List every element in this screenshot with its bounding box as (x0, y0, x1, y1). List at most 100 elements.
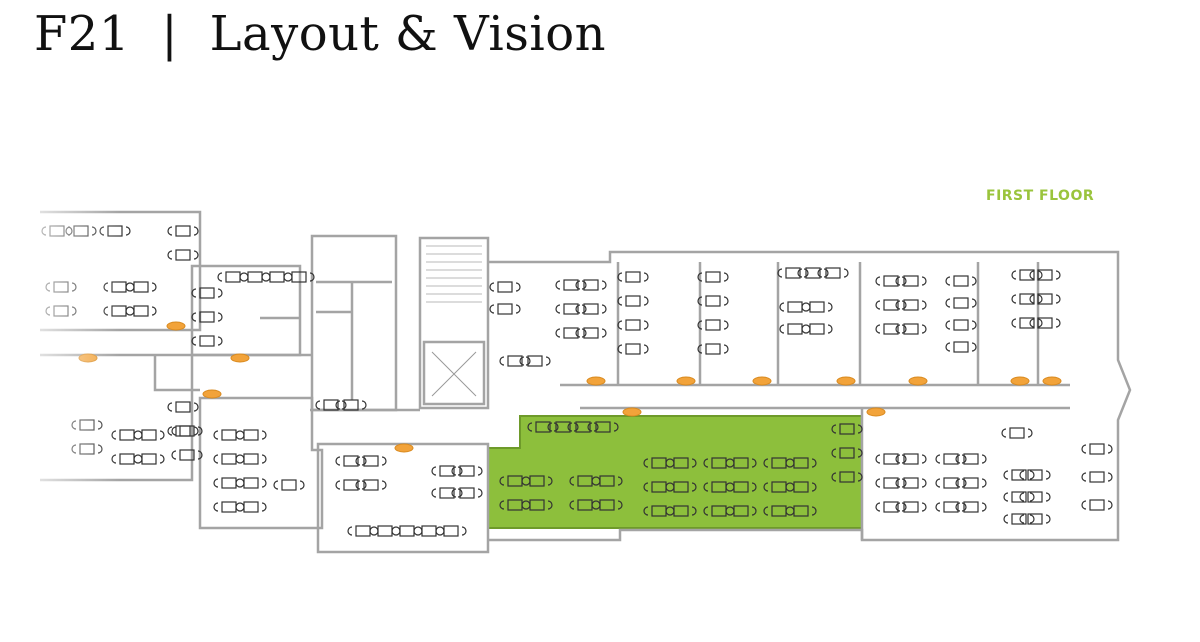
desk-cluster (955, 501, 987, 513)
desk-cluster (945, 341, 977, 353)
desk-cluster (431, 487, 463, 499)
desk-cluster (665, 505, 697, 517)
desk-cluster (451, 487, 483, 499)
desk-cluster (527, 421, 559, 433)
desk-cluster (785, 457, 817, 469)
desk-cluster (875, 299, 907, 311)
desk-cluster (171, 425, 203, 437)
desk-cluster (1029, 269, 1061, 281)
desk-cluster (1081, 499, 1113, 511)
desk-cluster (315, 399, 347, 411)
desk-cluster (617, 271, 649, 283)
desk-cluster (1011, 269, 1043, 281)
desk-cluster (575, 279, 607, 291)
desk-cluster (167, 249, 199, 261)
desk-cluster (555, 279, 587, 291)
desk-cluster (521, 475, 553, 487)
desk-cluster (335, 399, 367, 411)
desk-cluster (817, 267, 849, 279)
desk-cluster (355, 479, 387, 491)
desk-cluster (191, 335, 223, 347)
desk-cluster (935, 501, 967, 513)
desk-cluster (125, 281, 157, 293)
desk-cluster (167, 225, 199, 237)
desk-cluster (133, 429, 165, 441)
desk-cluster (171, 449, 203, 461)
desk-cluster (831, 447, 863, 459)
desk-cluster (431, 465, 463, 477)
desk-cluster (875, 323, 907, 335)
desk-cluster (435, 525, 467, 537)
desk-cluster (895, 453, 927, 465)
desk-cluster (235, 501, 267, 513)
desk-cluster (283, 271, 315, 283)
desk-cluster (587, 421, 619, 433)
desk-cluster (1019, 513, 1051, 525)
desk-cluster (697, 319, 729, 331)
page-title: F21 | Layout & Vision (34, 6, 607, 62)
desk-cluster (235, 429, 267, 441)
desk-cluster (697, 295, 729, 307)
desk-cluster (235, 477, 267, 489)
desk-cluster (1029, 293, 1061, 305)
desk-cluster (895, 275, 927, 287)
desk-cluster (895, 501, 927, 513)
desk-cluster (591, 475, 623, 487)
desk-cluster (519, 355, 551, 367)
desk-cluster (875, 275, 907, 287)
desk-cluster (665, 457, 697, 469)
desk-cluster (725, 481, 757, 493)
desk-cluster (235, 453, 267, 465)
desk-cluster (191, 311, 223, 323)
desk-cluster (133, 453, 165, 465)
floor-label: FIRST FLOOR (986, 188, 1095, 204)
desk-cluster (785, 505, 817, 517)
desk-cluster (875, 501, 907, 513)
desk-cluster (489, 303, 521, 315)
desk-cluster (555, 327, 587, 339)
desk-cluster (1003, 469, 1035, 481)
desk-cluster (697, 343, 729, 355)
desk-cluster (895, 299, 927, 311)
desk-cluster (785, 481, 817, 493)
desk-cluster (665, 481, 697, 493)
walls (40, 210, 1132, 554)
desk-cluster (273, 479, 305, 491)
stairs (426, 245, 482, 397)
desk-cluster (1081, 471, 1113, 483)
desk-cluster (725, 457, 757, 469)
desk-cluster (575, 303, 607, 315)
desk-cluster (801, 323, 833, 335)
desk-cluster (489, 281, 521, 293)
desk-cluster (697, 271, 729, 283)
desk-cluster (1019, 491, 1051, 503)
desk-cluster (797, 267, 829, 279)
desk-cluster (945, 319, 977, 331)
desk-cluster (591, 499, 623, 511)
desk-cluster (167, 401, 199, 413)
desk-cluster (191, 287, 223, 299)
desk-cluster (567, 421, 599, 433)
desk-cluster (1003, 491, 1035, 503)
desk-cluster (555, 303, 587, 315)
desk-cluster (831, 423, 863, 435)
desk-cluster (955, 453, 987, 465)
desk-cluster (499, 355, 531, 367)
desk-clusters (41, 225, 1113, 537)
desk-cluster (955, 477, 987, 489)
desk-cluster (521, 499, 553, 511)
desk-cluster (617, 319, 649, 331)
desk-cluster (1001, 427, 1033, 439)
desk-cluster (355, 455, 387, 467)
desk-cluster (1081, 443, 1113, 455)
desk-cluster (895, 477, 927, 489)
highlighted-area (487, 415, 863, 529)
desk-cluster (1003, 513, 1035, 525)
desk-cluster (547, 421, 579, 433)
desk-cluster (1011, 317, 1043, 329)
desk-cluster (945, 275, 977, 287)
desk-cluster (831, 471, 863, 483)
desk-cluster (935, 453, 967, 465)
desk-cluster (801, 301, 833, 313)
